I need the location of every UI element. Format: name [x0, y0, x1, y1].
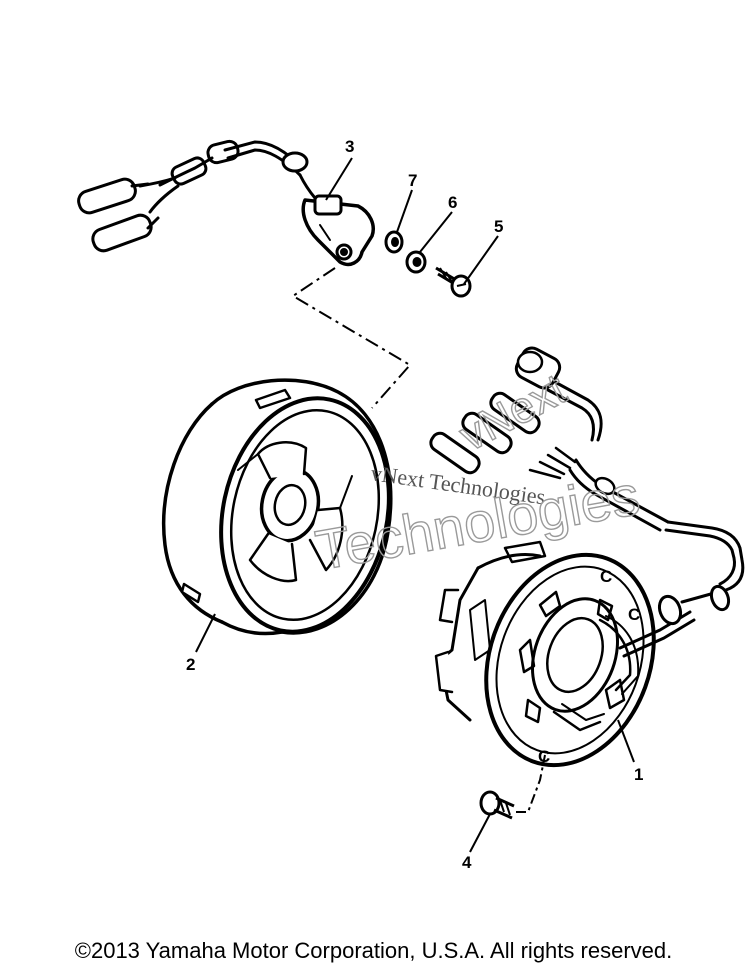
stator-assembly	[429, 346, 745, 768]
stator-mounting-screw	[479, 790, 515, 820]
pulser-coil-assembly	[77, 139, 375, 267]
stator-mark: C	[538, 747, 550, 766]
callout-1: 1	[634, 765, 643, 784]
spring-washer	[384, 230, 404, 254]
stator-mark: C	[628, 605, 640, 624]
callout-3: 3	[345, 137, 354, 156]
copyright-notice: ©2013 Yamaha Motor Corporation, U.S.A. A…	[74, 938, 673, 963]
watermark-line: vNext	[452, 365, 574, 461]
callout-6: 6	[448, 193, 457, 212]
pan-head-screw	[435, 266, 472, 298]
flywheel-rotor	[162, 378, 393, 636]
plain-washer	[405, 250, 427, 274]
leader-lines	[195, 157, 635, 853]
assembly-guide-line	[291, 267, 412, 409]
callout-7: 7	[408, 171, 417, 190]
callout-2: 2	[186, 655, 195, 674]
screw-guide-line	[516, 754, 546, 813]
stator-mark: C	[600, 567, 612, 586]
callout-4: 4	[462, 853, 472, 872]
callout-5: 5	[494, 217, 503, 236]
